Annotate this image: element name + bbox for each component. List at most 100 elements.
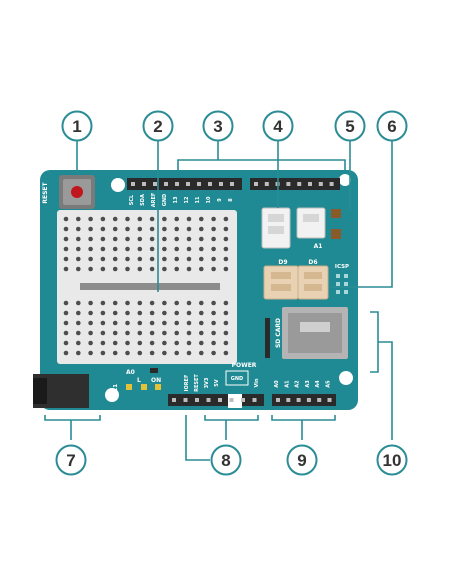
header-pin <box>296 398 301 402</box>
breadboard-hole <box>174 340 179 346</box>
leader-3 <box>177 141 346 170</box>
breadboard-hole <box>100 266 106 272</box>
breadboard-hole <box>88 216 93 222</box>
breadboard-hole <box>63 340 69 346</box>
breadboard-hole <box>112 226 118 232</box>
breadboard-hole <box>223 236 229 242</box>
breadboard-hole <box>149 216 155 222</box>
top-pin-label: 9 <box>217 198 223 202</box>
header-pin <box>230 182 234 186</box>
header-pin <box>241 398 245 402</box>
led-on <box>155 384 161 390</box>
icsp-pad <box>344 290 348 294</box>
breadboard-hole <box>63 350 69 356</box>
breadboard-hole <box>76 330 81 336</box>
on-led-label: ON <box>151 377 161 384</box>
breadboard-hole <box>174 350 179 356</box>
breadboard-hole <box>186 310 192 316</box>
breadboard-hole <box>174 266 179 272</box>
breadboard-hole <box>63 256 69 262</box>
breadboard-hole <box>186 246 192 252</box>
breadboard-hole <box>149 320 155 326</box>
sd-card-slot-inner <box>288 313 342 353</box>
breadboard-hole <box>125 310 130 316</box>
breadboard-hole <box>100 340 106 346</box>
smd-component <box>150 368 158 373</box>
header-pin <box>195 398 199 402</box>
breadboard-hole <box>199 226 204 232</box>
breadboard-hole <box>125 226 130 232</box>
connector-slot <box>271 284 291 291</box>
d11-label: D11 <box>113 384 119 396</box>
breadboard-hole <box>100 310 106 316</box>
top-header-left <box>127 178 242 190</box>
top-pin-label: 8 <box>228 198 234 202</box>
breadboard-hole <box>211 216 216 222</box>
analog-pin-label: A0 <box>274 380 280 388</box>
header-pin <box>286 182 291 186</box>
breadboard-hole <box>223 320 229 326</box>
callout-circle-2 <box>142 110 174 142</box>
breadboard-hole <box>63 320 69 326</box>
power-header-pin-highlight <box>228 394 242 408</box>
breadboard-hole <box>211 340 216 346</box>
breadboard-hole <box>100 256 106 262</box>
sd-card-slot-notch <box>300 322 330 332</box>
sd-card-label: SD CARD <box>275 318 282 348</box>
breadboard-hole <box>149 266 155 272</box>
breadboard-hole <box>211 226 216 232</box>
header-pin <box>297 182 302 186</box>
header-pin <box>164 182 168 186</box>
top-header-right <box>250 178 340 190</box>
breadboard-hole <box>76 300 81 306</box>
connector-slot <box>304 284 322 291</box>
breadboard-hole <box>112 320 118 326</box>
breadboard-hole <box>112 350 118 356</box>
breadboard-hole <box>100 330 106 336</box>
breadboard-hole <box>88 266 93 272</box>
breadboard-hole <box>137 350 143 356</box>
breadboard-hole <box>199 350 204 356</box>
header-pins <box>131 182 334 402</box>
callout-circle-3 <box>202 110 234 142</box>
connector-slot <box>304 272 322 279</box>
breadboard-hole <box>174 226 179 232</box>
analog-pin-label: A5 <box>326 380 332 388</box>
breadboard-hole <box>63 266 69 272</box>
breadboard-hole <box>137 236 143 242</box>
breadboard-hole <box>125 266 130 272</box>
header-pin <box>286 398 291 402</box>
gnd-label: GND <box>231 376 243 382</box>
breadboard-hole <box>211 236 216 242</box>
breadboard-hole <box>149 330 155 336</box>
icsp-pad <box>336 274 340 278</box>
connector-slot <box>268 226 284 234</box>
breadboard-hole <box>223 246 229 252</box>
breadboard-hole <box>186 226 192 232</box>
header-pin <box>131 182 135 186</box>
breadboard-hole <box>186 330 192 336</box>
breadboard-hole <box>88 330 93 336</box>
breadboard-hole <box>125 256 130 262</box>
analog-pin-label: A1 <box>284 380 290 388</box>
breadboard-hole <box>88 340 93 346</box>
l-led-label: L <box>137 377 141 384</box>
breadboard-hole <box>125 300 130 306</box>
breadboard-hole <box>76 236 81 242</box>
top-pin-label: 13 <box>173 196 179 203</box>
breadboard-hole <box>100 226 106 232</box>
breadboard-hole <box>211 246 216 252</box>
breadboard-hole <box>223 226 229 232</box>
top-pin-label: 10 <box>206 196 212 203</box>
breadboard-hole <box>125 330 130 336</box>
breadboard-hole <box>125 236 130 242</box>
callout-number-3: 3 <box>213 117 222 136</box>
breadboard-hole <box>63 216 69 222</box>
breadboard-hole <box>63 310 69 316</box>
breadboard-hole <box>149 256 155 262</box>
callout-number-5: 5 <box>345 117 354 136</box>
callout-circle-1 <box>61 110 93 142</box>
header-pin <box>206 398 211 402</box>
breadboard-hole <box>223 216 229 222</box>
